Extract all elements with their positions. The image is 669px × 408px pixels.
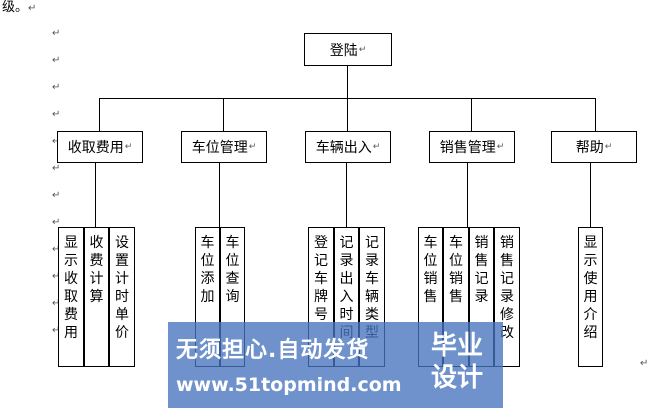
sub-node: 显示使用介绍 <box>578 227 603 367</box>
sub-node-label: 车位添加 <box>200 235 215 305</box>
module-node-help: 帮助↵ <box>551 131 637 163</box>
sub-node: 销售记录修改 <box>494 227 520 367</box>
sub-node-label: 销售记录修改 <box>500 235 514 341</box>
paragraph-mark: ↵ <box>52 82 61 93</box>
module-node-space: 车位管理↵ <box>181 131 267 163</box>
sub-connector <box>467 163 468 227</box>
intro-text: 级。↵ <box>2 0 37 15</box>
sub-node-label: 设置计时单价 <box>115 235 129 341</box>
root-node-login: 登陆↵ <box>304 33 392 66</box>
module-label: 帮助 <box>575 140 604 156</box>
module-node-fee: 收取费用↵ <box>57 131 143 163</box>
paragraph-mark: ↵ <box>52 298 61 309</box>
watermark-logo-line1: 毕业 <box>430 331 483 361</box>
sub-node-label: 登记车牌号 <box>314 235 328 323</box>
paragraph-mark: ↵ <box>640 358 649 369</box>
paragraph-mark: ↵ <box>52 325 61 336</box>
watermark-logo-line2: 设计 <box>430 363 483 393</box>
module-connector <box>471 98 472 131</box>
watermark-logo: 毕业 设计 <box>416 330 498 400</box>
sub-node-label: 销售记录 <box>474 235 489 305</box>
sub-connector <box>346 163 347 227</box>
sub-node-label: 收费计算 <box>89 235 104 305</box>
module-node-sales: 销售管理↵ <box>429 131 515 163</box>
sub-connector <box>219 163 220 227</box>
paragraph-mark: ↵ <box>52 163 61 174</box>
sub-connector <box>590 163 591 227</box>
sub-node-label: 车位销售 <box>449 235 463 305</box>
paragraph-mark: ↵ <box>52 190 61 201</box>
module-node-vehicle: 车辆出入↵ <box>305 131 391 163</box>
root-connector <box>347 66 348 98</box>
watermark-slogan: 无须担心.自动发货 <box>176 338 370 363</box>
paragraph-mark: ↵ <box>52 55 61 66</box>
paragraph-mark: ↵ <box>52 217 61 228</box>
module-label: 车位管理 <box>191 140 248 156</box>
module-connector <box>99 98 100 131</box>
root-node-label: 登陆 <box>329 42 358 59</box>
watermark-url: www.51topmind.com <box>176 374 402 396</box>
module-connector <box>595 98 596 131</box>
module-connector <box>223 98 224 131</box>
sub-node: 设置计时单价 <box>109 227 135 367</box>
paragraph-mark: ↵ <box>52 244 61 255</box>
sub-node: 显示收取费用 <box>58 227 84 367</box>
sub-connector <box>95 163 96 227</box>
module-label: 销售管理 <box>439 140 496 156</box>
sub-node: 收费计算 <box>84 227 109 367</box>
sub-node-label: 显示使用介绍 <box>583 235 598 341</box>
module-connector <box>347 98 348 131</box>
sub-node-label: 车位查询 <box>225 235 240 305</box>
sub-node-label: 车位销售 <box>423 235 438 305</box>
paragraph-mark: ↵ <box>52 28 61 39</box>
sub-node-label: 显示收取费用 <box>64 235 78 341</box>
paragraph-mark: ↵ <box>52 136 60 147</box>
module-label: 收取费用 <box>67 140 124 156</box>
paragraph-mark: ↵ <box>52 271 61 282</box>
module-label: 车辆出入 <box>315 140 372 156</box>
paragraph-mark: ↵ <box>52 109 61 120</box>
watermark-banner <box>168 322 503 408</box>
